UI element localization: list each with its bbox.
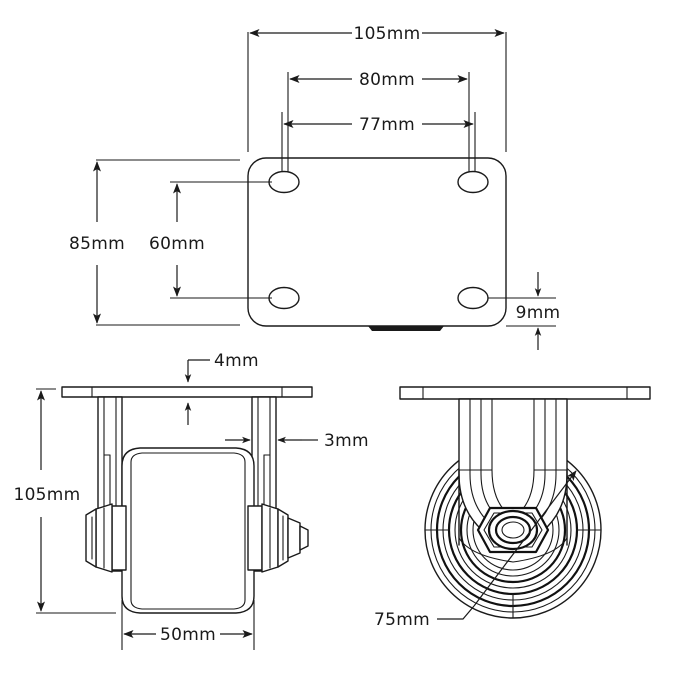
mounting-hole-bottom-right <box>457 286 489 310</box>
front-axle-nut-right <box>247 503 309 573</box>
dimension-plate-thickness: 4mm <box>184 351 259 425</box>
plate-center-tab <box>368 326 444 331</box>
dimension-label-overall-height: 105mm <box>13 485 80 505</box>
side-hub-hex-nut <box>476 506 550 554</box>
dimension-label-hole-spacing-outer: 80mm <box>359 70 415 90</box>
dimension-hole-spacing-vertical: 60mm <box>149 181 272 299</box>
front-mounting-plate <box>61 386 313 398</box>
dimension-label-hole-spacing-inner: 77mm <box>359 115 415 135</box>
dimension-label-plate-width: 85mm <box>69 234 125 254</box>
dimension-edge-to-hole: 9mm <box>488 272 560 350</box>
dimension-label-edge-to-hole: 9mm <box>516 303 561 323</box>
dimension-wheel-width: 50mm <box>121 600 255 650</box>
side-mounting-plate <box>399 386 651 400</box>
dimension-overall-height: 105mm <box>13 388 116 614</box>
dimension-label-fork-thickness: 3mm <box>324 431 369 451</box>
dimension-label-wheel-diameter: 75mm <box>374 610 430 630</box>
dimension-fork-thickness: 3mm <box>225 431 369 451</box>
front-view: 4mm 3mm 105mm 50mm <box>13 351 369 650</box>
front-axle-nut-left <box>85 503 127 573</box>
side-view: 75mm <box>374 386 651 630</box>
dimension-label-plate-thickness: 4mm <box>214 351 259 371</box>
dimension-label-wheel-width: 50mm <box>160 625 216 645</box>
top-plate-view: 105mm 80mm 77mm 85mm <box>69 24 560 350</box>
mounting-hole-top-left <box>268 170 300 194</box>
dimension-hole-spacing-inner: 77mm <box>281 112 476 172</box>
front-wheel <box>121 447 255 614</box>
dimension-label-plate-length: 105mm <box>353 24 420 44</box>
dimension-plate-length: 105mm <box>247 24 507 152</box>
dimension-plate-width: 85mm <box>69 159 240 326</box>
mounting-hole-bottom-left <box>268 286 300 310</box>
dimension-wheel-diameter: 75mm <box>374 470 577 630</box>
mounting-hole-top-right <box>457 170 489 194</box>
dimension-label-hole-spacing-vertical: 60mm <box>149 234 205 254</box>
